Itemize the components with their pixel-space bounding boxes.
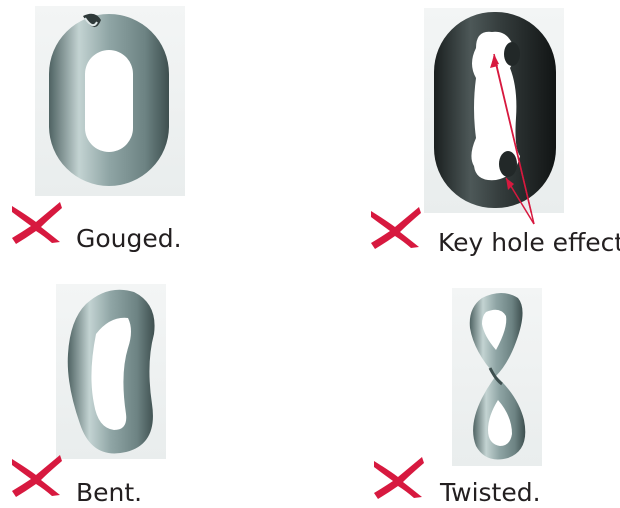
bent-label: Bent.: [76, 480, 142, 505]
x-mark-icon: [8, 453, 64, 497]
x-mark-icon: [370, 455, 426, 499]
key-hole-effect-label: Key hole effect.: [438, 230, 620, 255]
gouged-link-hole: [85, 50, 133, 152]
key-hole-link-illustration: [424, 8, 564, 213]
x-mark-icon: [367, 205, 423, 249]
twisted-label: Twisted.: [440, 480, 541, 505]
x-mark-icon: [8, 200, 64, 244]
twisted-link-illustration: [452, 288, 542, 466]
gouged-link-illustration: [35, 6, 185, 196]
gouged-label: Gouged.: [76, 226, 182, 251]
bent-link-illustration: [56, 284, 166, 459]
